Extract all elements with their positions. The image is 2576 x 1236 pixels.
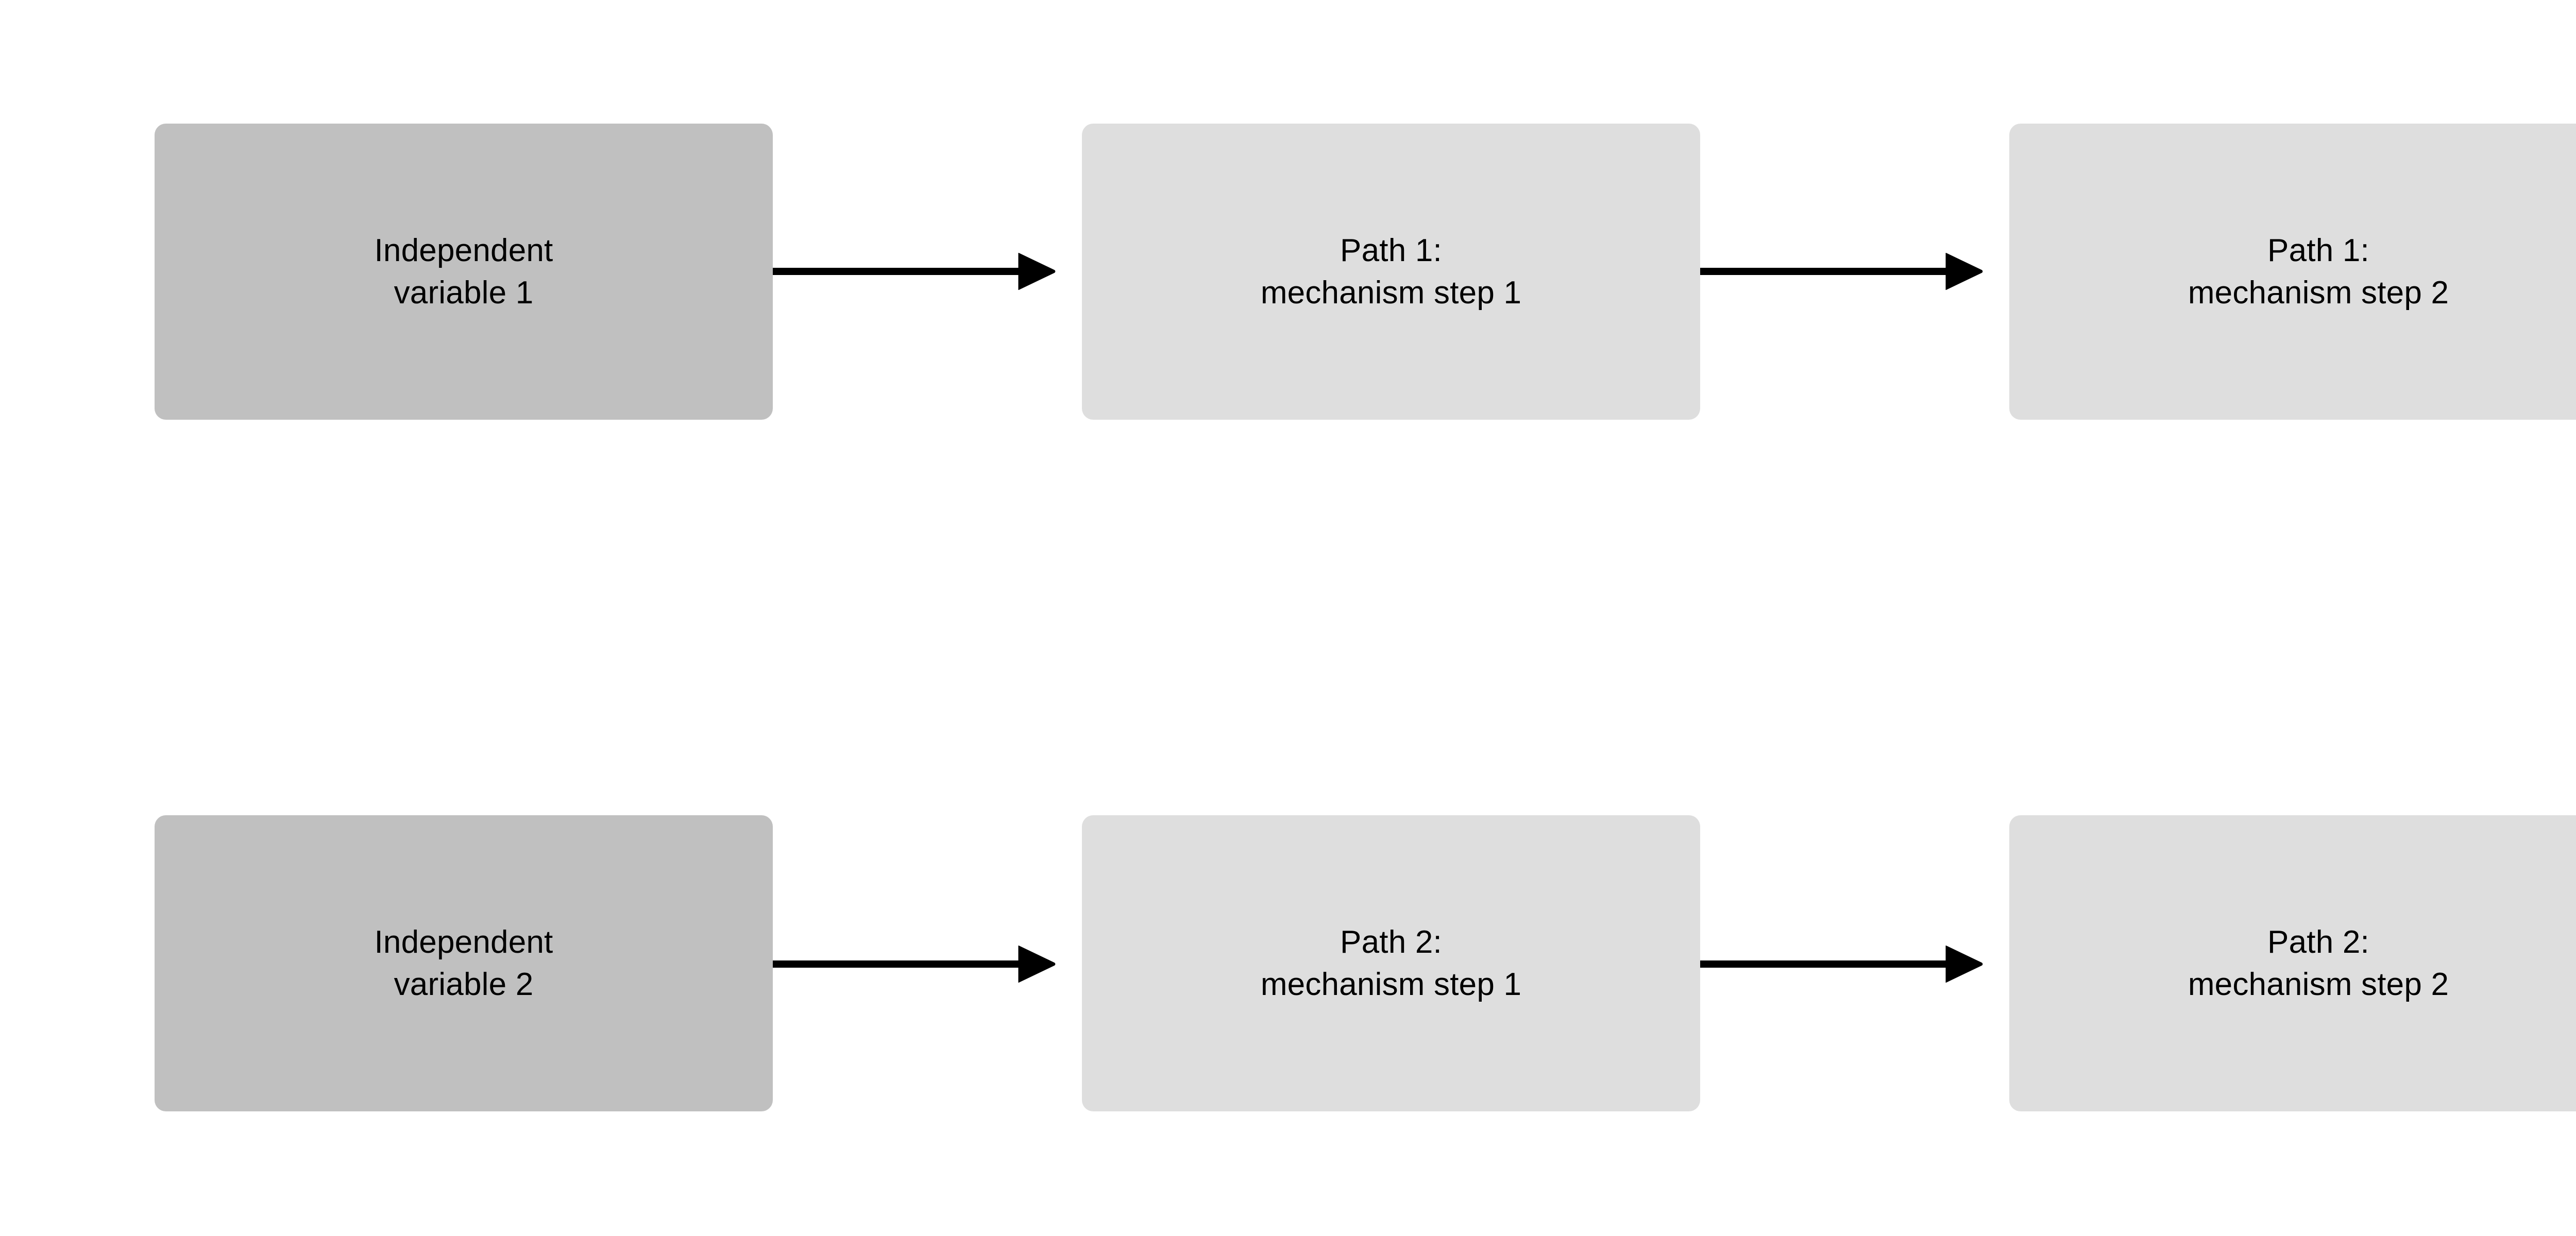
node-path-2-mechanism-step-1[interactable]: Path 2: mechanism step 1 xyxy=(1082,815,1700,1111)
node-label: Path 2: mechanism step 1 xyxy=(1260,924,1522,1002)
node-independent-variable-2[interactable]: Independent variable 2 xyxy=(155,815,773,1111)
node-path-2-mechanism-step-2[interactable]: Path 2: mechanism step 2 xyxy=(2009,815,2576,1111)
node-path-1-mechanism-step-1[interactable]: Path 1: mechanism step 1 xyxy=(1082,124,1700,420)
node-label: Path 1: mechanism step 1 xyxy=(1260,232,1522,311)
node-label: Independent variable 1 xyxy=(374,232,553,311)
node-independent-variable-1[interactable]: Independent variable 1 xyxy=(155,124,773,420)
node-label: Path 2: mechanism step 2 xyxy=(2188,924,2449,1002)
node-label: Path 1: mechanism step 2 xyxy=(2188,232,2449,311)
node-path-1-mechanism-step-2[interactable]: Path 1: mechanism step 2 xyxy=(2009,124,2576,420)
node-label: Independent variable 2 xyxy=(374,924,553,1002)
